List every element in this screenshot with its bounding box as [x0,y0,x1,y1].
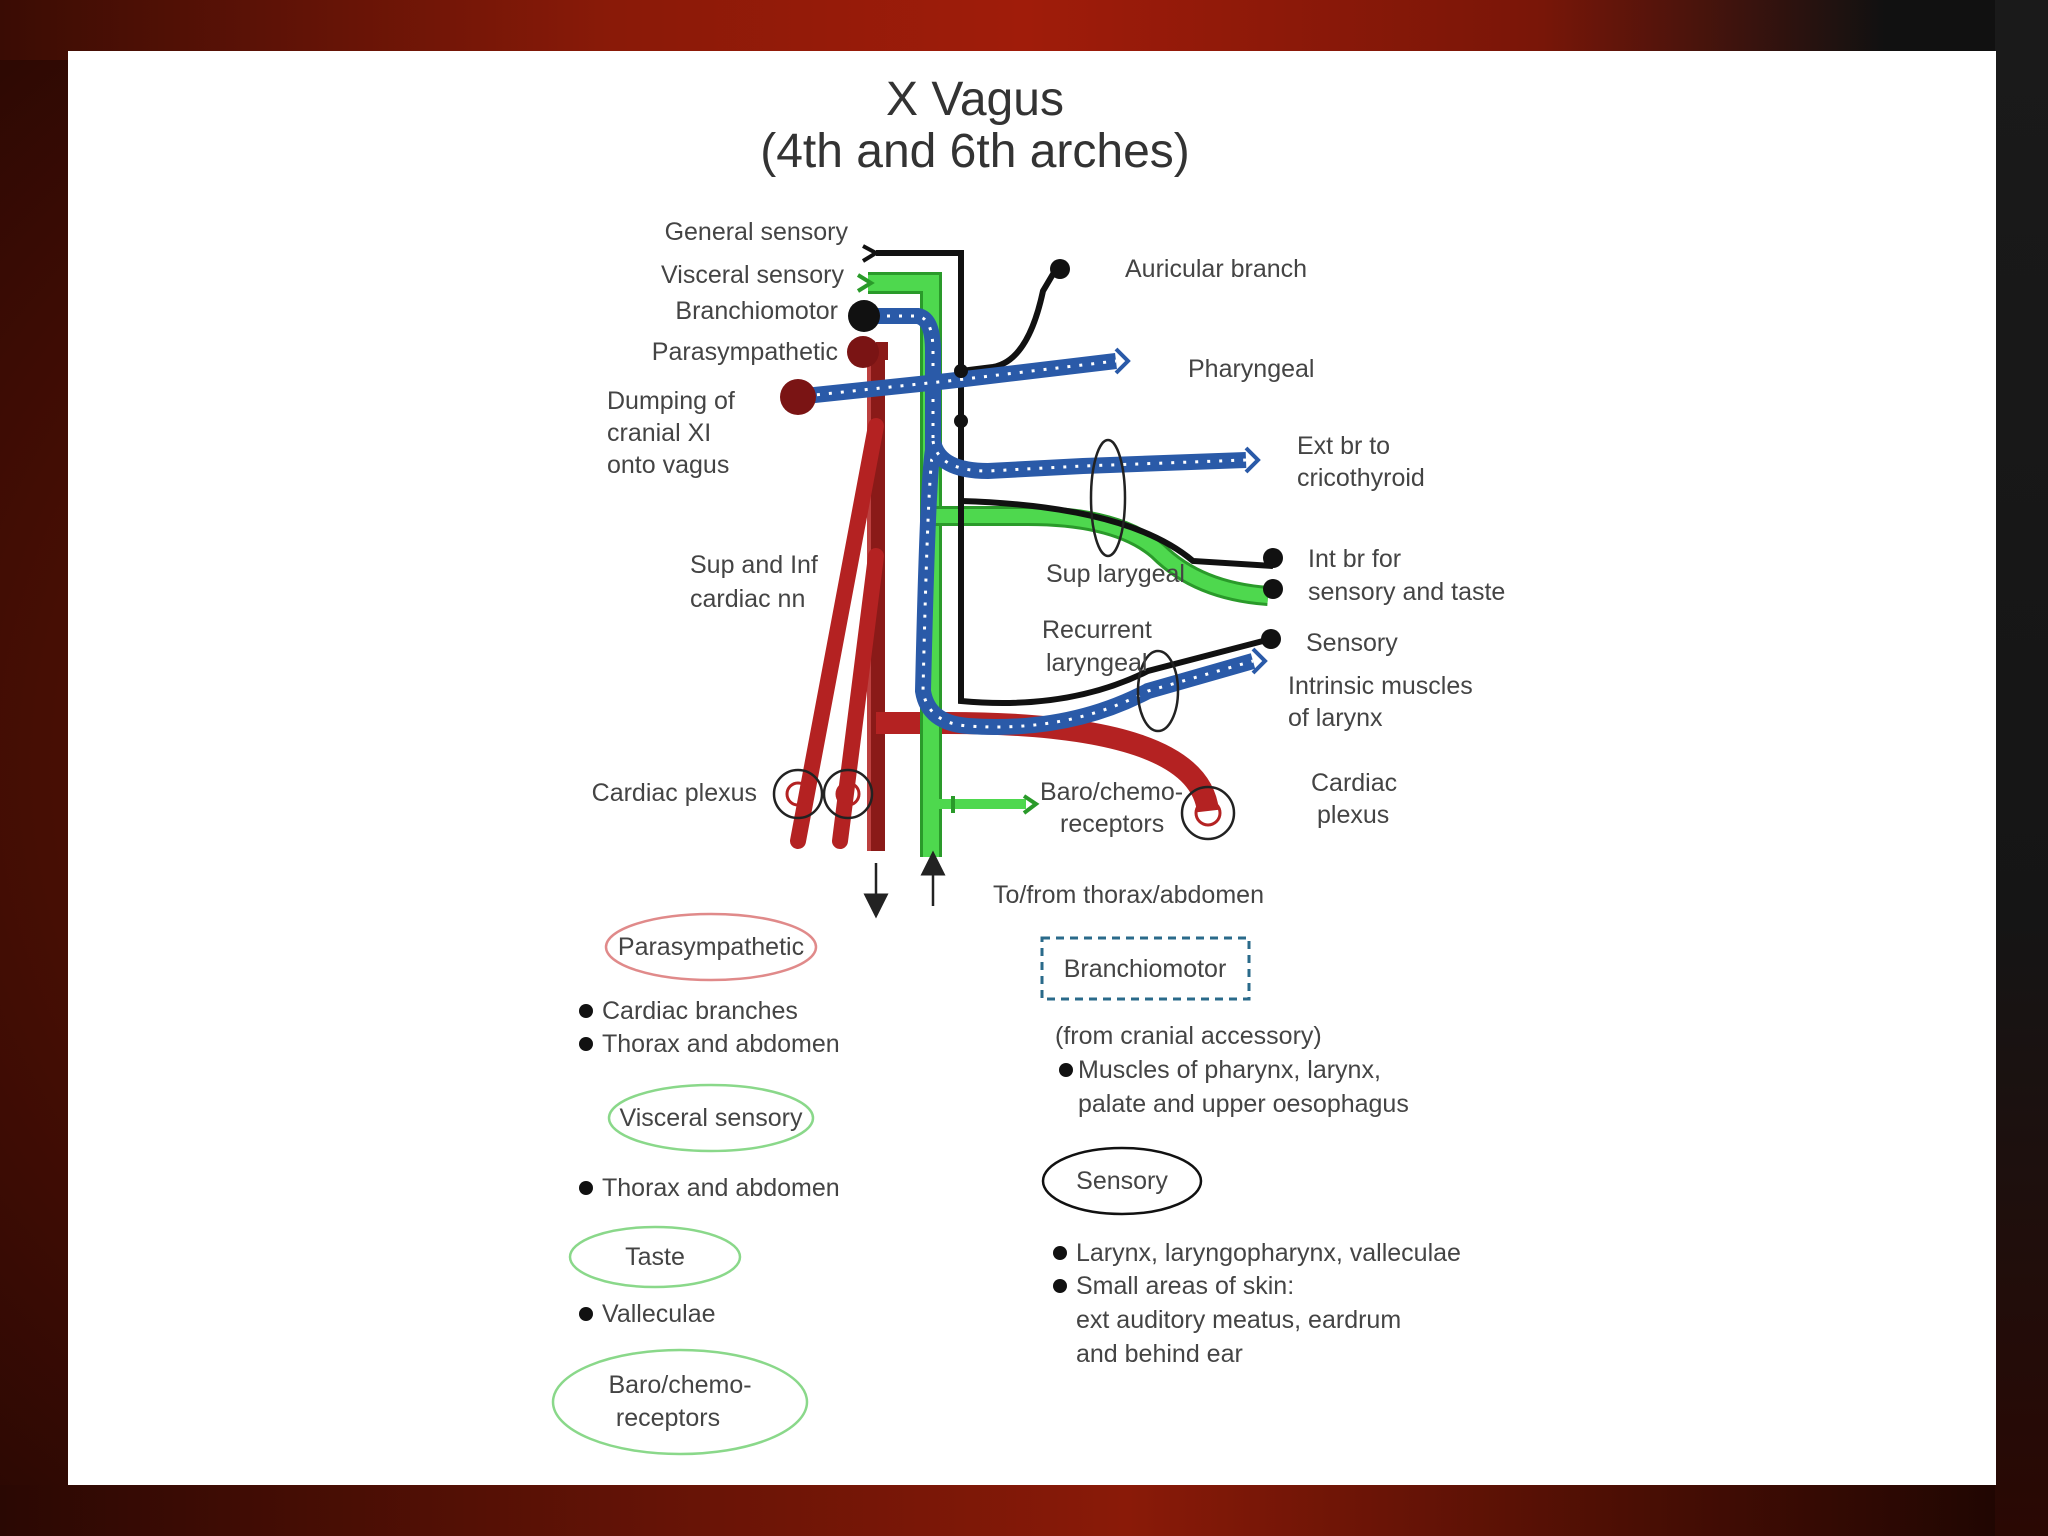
fiber-terminals [780,244,1283,815]
legend-branchiomotor-box [1040,936,1251,1001]
legend-sensory-title: Sensory [1076,1167,1168,1195]
label-intrinsic-line2: of larynx [1288,704,1383,732]
legend-sensory-oval [1041,1146,1203,1216]
label-ext-br-line2: cricothyroid [1297,464,1425,492]
label-pharyngeal: Pharyngeal [1188,355,1314,383]
legend-bm-item1-line2: palate and upper oesophagus [1078,1090,1409,1118]
diagram-title-line2: (4th and 6th arches) [760,125,1190,178]
legend-taste-title: Taste [625,1243,685,1271]
legend-sens-item1: Larynx, laryngopharynx, valleculae [1076,1239,1461,1267]
label-int-br-line1: Int br for [1308,545,1401,573]
label-parasympathetic: Parasympathetic [652,338,838,366]
legend-para-item2: Thorax and abdomen [602,1030,840,1058]
label-cardiac-nn-line2: cardiac nn [690,585,805,613]
vagus-diagram: X Vagus (4th and 6th arches) [551,73,1505,1456]
label-branchiomotor: Branchiomotor [675,297,838,325]
legend-left: Parasympathetic Cardiac branches Thorax … [551,912,840,1456]
cardiac-plexus-icon [772,768,1236,841]
legend-bm-item1-line1: Muscles of pharynx, larynx, [1078,1056,1381,1084]
label-cardiac-plexus-right-line1: Cardiac [1311,769,1397,797]
legend-sens-item2-line2: ext auditory meatus, eardrum [1076,1306,1401,1334]
label-auricular-branch: Auricular branch [1125,255,1307,283]
label-cardiac-plexus-right-line2: plexus [1317,801,1389,829]
legend-baro-oval [551,1348,809,1456]
branchiomotor-fibers [804,308,1256,735]
legend-para-item1: Cardiac branches [602,997,798,1025]
legend-baro-line2: receptors [616,1404,720,1432]
label-visceral-sensory: Visceral sensory [661,261,844,289]
label-dumping-line3: onto vagus [607,451,729,479]
label-baro-line1: Baro/chemo- [1040,778,1183,806]
label-dumping-line2: cranial XI [607,419,711,447]
legend-visc-item1: Thorax and abdomen [602,1174,840,1202]
legend-baro-line1: Baro/chemo- [608,1371,751,1399]
label-sensory: Sensory [1306,629,1398,657]
legend-bm-note: (from cranial accessory) [1055,1022,1322,1050]
label-intrinsic-line1: Intrinsic muscles [1288,672,1473,700]
background-top-band [0,0,2048,60]
legend-visceral-title: Visceral sensory [620,1104,803,1132]
parasympathetic-fibers [790,342,1219,851]
legend-right: Branchiomotor (from cranial accessory) M… [1040,936,1461,1368]
label-baro-line2: receptors [1060,810,1164,838]
legend-sens-item2-line1: Small areas of skin: [1076,1272,1294,1300]
legend-branchiomotor-title: Branchiomotor [1064,955,1227,983]
legend-visceral-oval [607,1083,815,1153]
sup-laryngeal-loop [1089,438,1127,558]
label-int-br-line2: sensory and taste [1308,578,1505,606]
legend-taste-oval [568,1225,742,1289]
legend-sens-item2-line3: and behind ear [1076,1340,1243,1368]
recurrent-laryngeal-loop [1136,649,1180,733]
label-thorax-abdomen: To/from thorax/abdomen [993,881,1264,909]
slide-canvas: X Vagus (4th and 6th arches) [68,51,1996,1485]
label-recurrent-line1: Recurrent [1042,616,1152,644]
background-bottom-band [0,1485,2048,1536]
legend-taste-item1: Valleculae [602,1300,716,1328]
label-recurrent-line2: laryngeal [1046,649,1147,677]
label-ext-br-line1: Ext br to [1297,432,1390,460]
legend-parasympathetic-oval [604,912,818,982]
label-cardiac-nn-line1: Sup and Inf [690,551,818,579]
label-sup-laryngeal: Sup larygeal [1046,560,1185,588]
label-dumping-line1: Dumping of [607,387,735,415]
legend-parasympathetic-title: Parasympathetic [618,933,804,961]
label-cardiac-plexus-left: Cardiac plexus [592,779,757,807]
label-general-sensory: General sensory [665,218,849,246]
background-right-band [1995,0,2048,1536]
diagram-title-line1: X Vagus [886,73,1064,126]
